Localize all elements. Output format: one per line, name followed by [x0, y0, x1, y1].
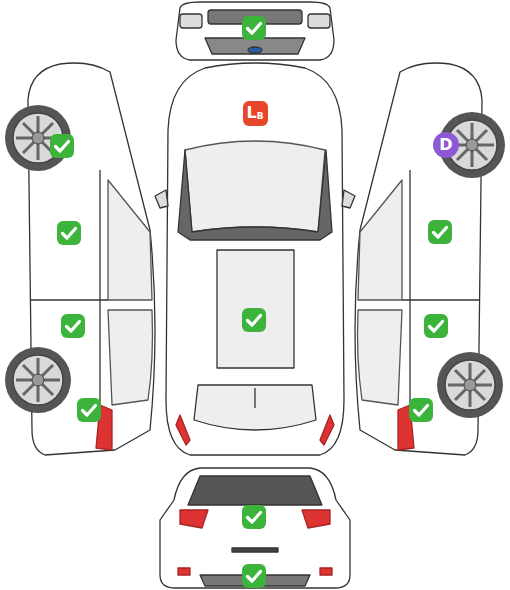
rear-view: [160, 468, 350, 588]
check-mark: [50, 16, 452, 588]
damage-badge: LB: [243, 101, 268, 126]
top-view: [166, 63, 344, 455]
badge-letter: L: [246, 105, 256, 121]
damage-badge: D: [433, 132, 459, 158]
front-view: [176, 2, 334, 60]
badge-subscript: B: [257, 112, 264, 121]
badge-letter: D: [439, 137, 452, 153]
